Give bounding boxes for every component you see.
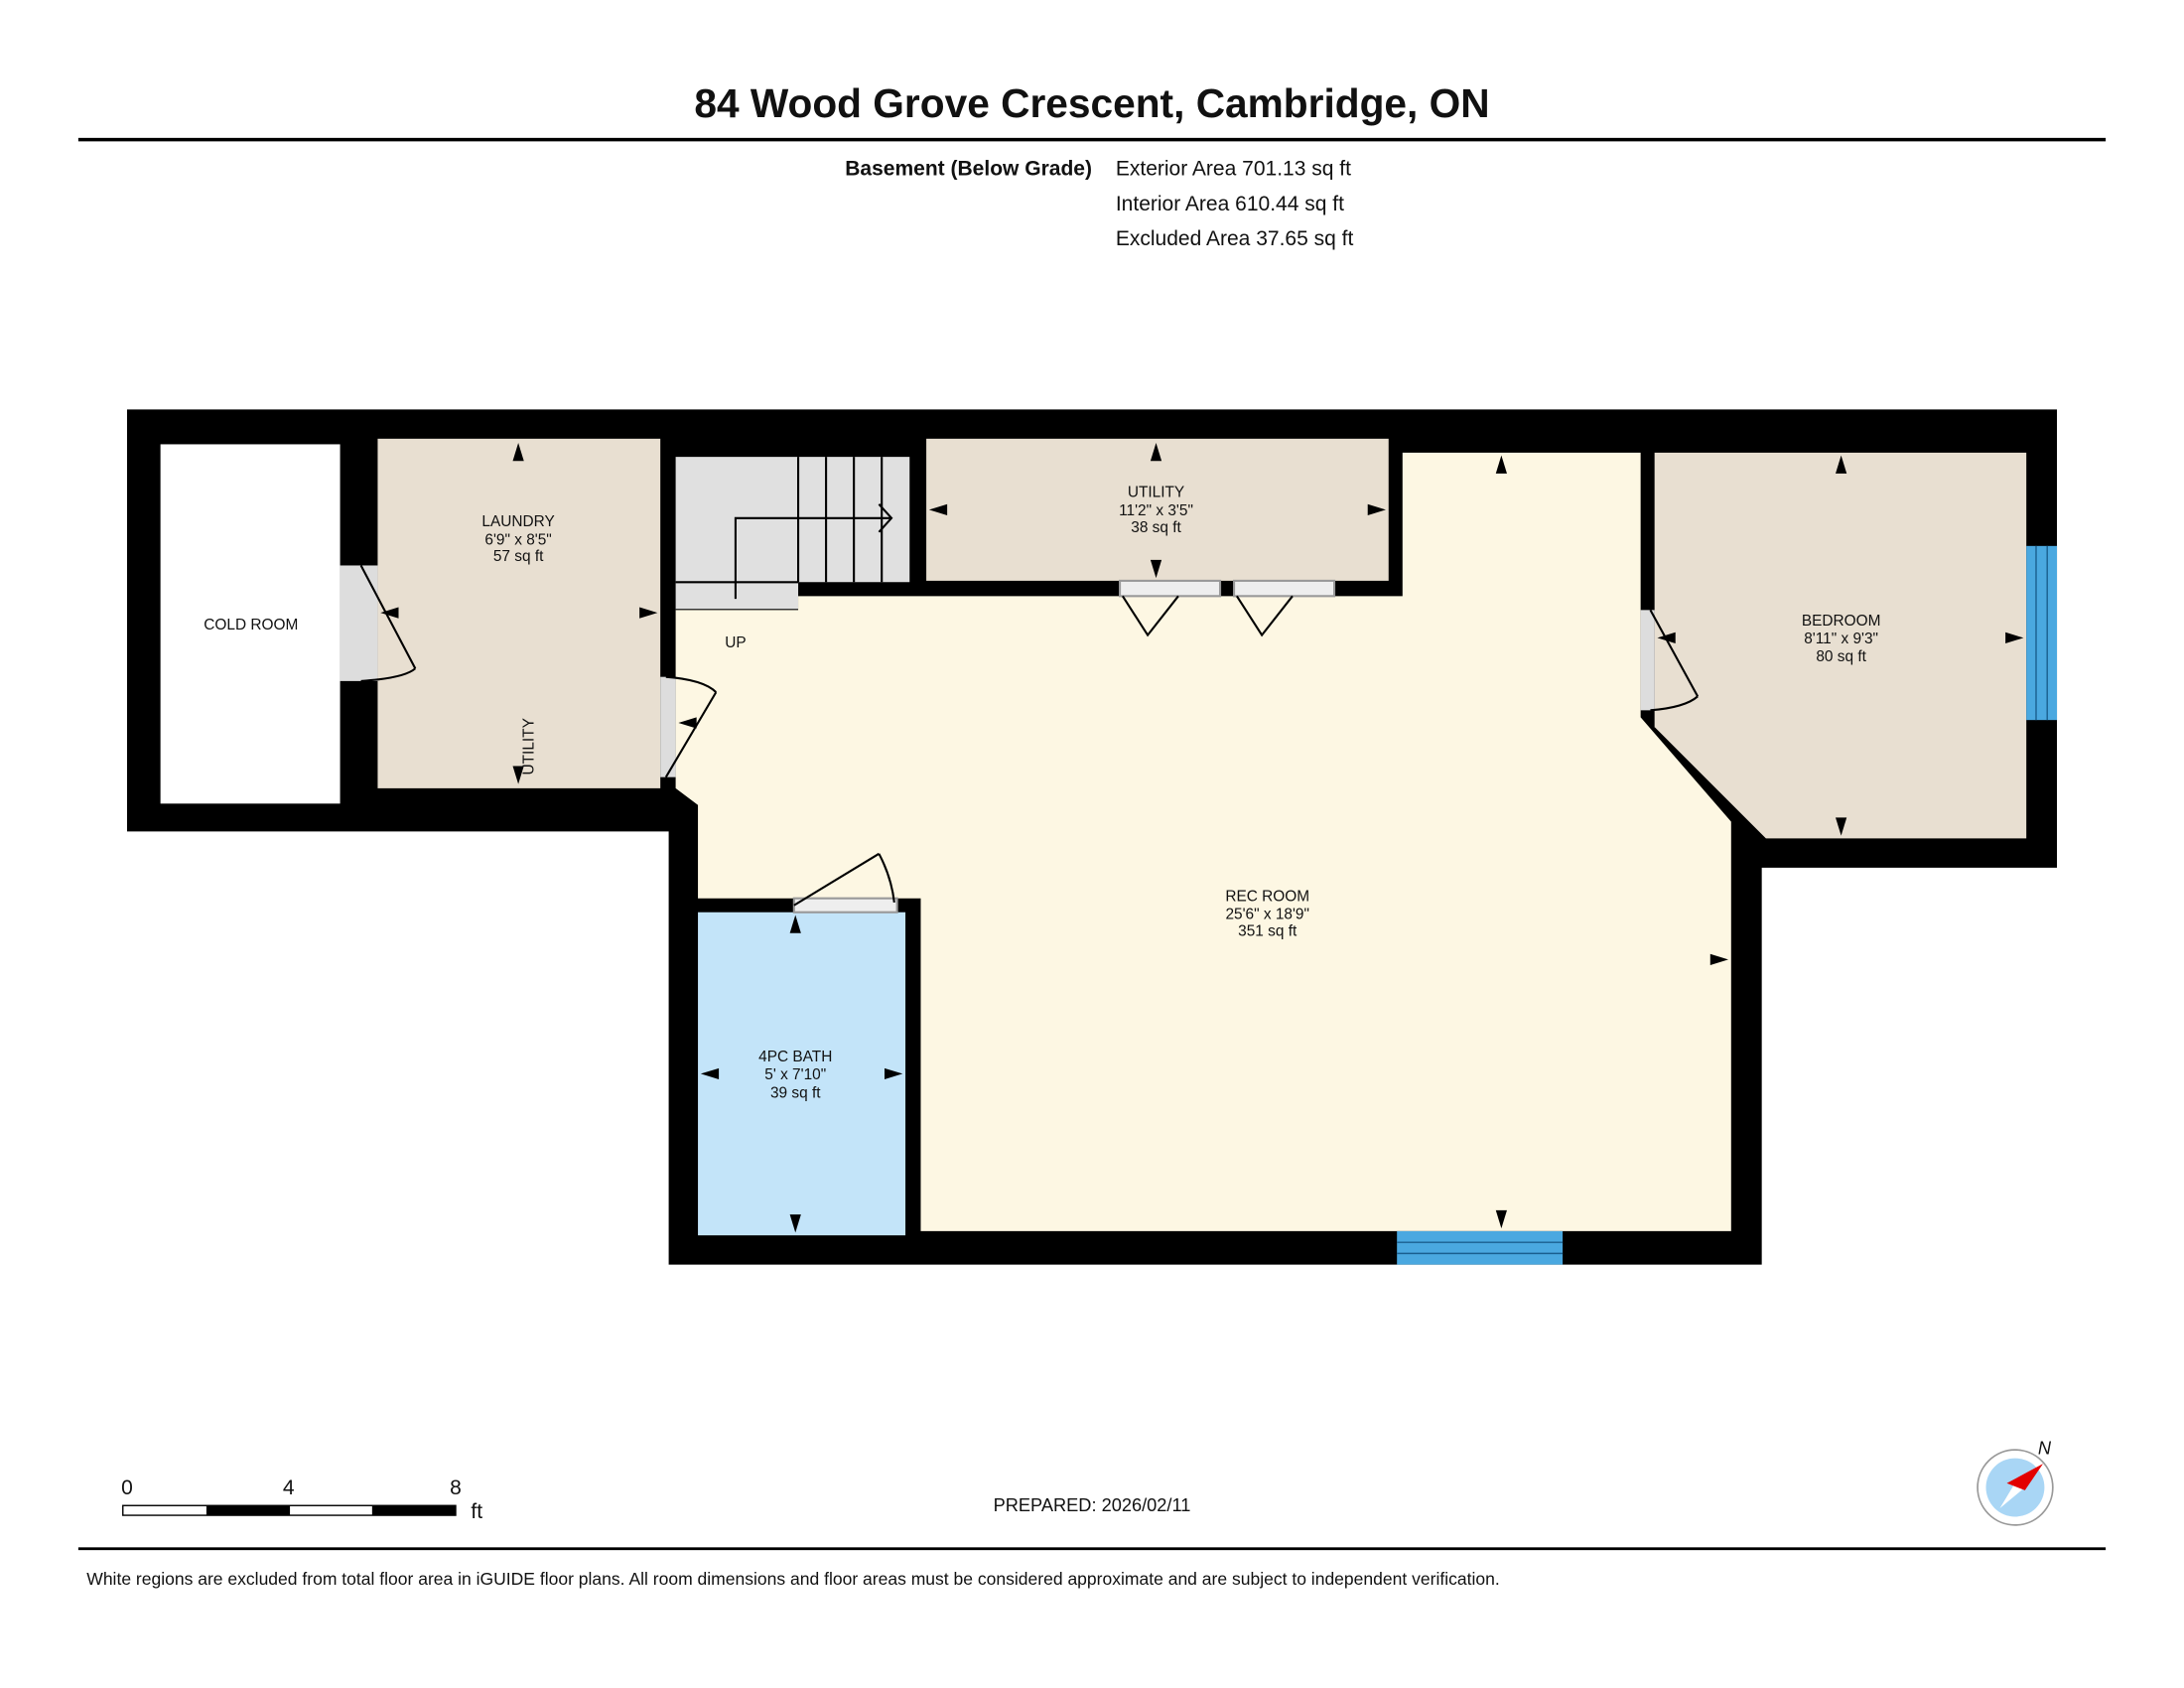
rec-room-area	[675, 452, 1731, 1231]
bath-dims: 5' x 7'10"	[764, 1066, 826, 1083]
scale-tick-4: 4	[283, 1477, 295, 1499]
footer-divider	[77, 1547, 2107, 1551]
bath-label: 4PC BATH	[758, 1049, 832, 1065]
cold-room-label: COLD ROOM	[204, 617, 298, 633]
bath-area-text: 39 sq ft	[770, 1084, 821, 1101]
stairs-up-label: UP	[725, 634, 746, 651]
laundry-area-text: 57 sq ft	[493, 548, 544, 565]
title-divider	[77, 137, 2107, 142]
doors	[340, 564, 1700, 914]
floor-name: Basement (Below Grade)	[845, 158, 1092, 181]
rec-room-dims: 25'6" x 18'9"	[1225, 907, 1309, 923]
laundry-dims: 6'9" x 8'5"	[484, 531, 551, 548]
utility-area-text: 38 sq ft	[1131, 519, 1181, 536]
utility-dims: 11'2" x 3'5"	[1119, 502, 1193, 519]
rec-room-window	[1397, 1230, 1564, 1265]
rec-room-area-text: 351 sq ft	[1238, 923, 1297, 940]
disclaimer: White regions are excluded from total fl…	[86, 1569, 1499, 1589]
bedroom-dims: 8'11" x 9'3"	[1804, 631, 1878, 647]
exterior-area: Exterior Area 701.13 sq ft	[1116, 158, 1351, 181]
compass-north-label: N	[2038, 1437, 2052, 1458]
scale-tick-0: 0	[121, 1477, 133, 1499]
scale-tick-8: 8	[450, 1477, 462, 1499]
excluded-area: Excluded Area 37.65 sq ft	[1116, 227, 1354, 250]
laundry-label: LAUNDRY	[481, 513, 554, 530]
scale-unit: ft	[471, 1500, 482, 1523]
prepared-date: PREPARED: 2026/02/11	[994, 1494, 1191, 1515]
interior-area: Interior Area 610.44 sq ft	[1116, 193, 1344, 215]
page-title: 84 Wood Grove Crescent, Cambridge, ON	[694, 80, 1489, 126]
utility-area	[926, 438, 1389, 581]
laundry-utility-tag: UTILITY	[521, 718, 538, 774]
bath-area	[698, 912, 906, 1236]
bedroom-label: BEDROOM	[1802, 613, 1881, 630]
scale-bar: 0 4 8 ft	[121, 1477, 482, 1523]
bedroom-area	[1654, 452, 2027, 839]
bedroom-window	[2026, 545, 2058, 721]
bedroom-area-text: 80 sq ft	[1816, 648, 1866, 665]
stairs	[675, 457, 910, 611]
laundry-area	[377, 438, 661, 788]
cold-room-area	[160, 444, 341, 804]
rec-room-label: REC ROOM	[1225, 889, 1309, 906]
utility-label: UTILITY	[1128, 485, 1184, 501]
stairs-lines	[675, 457, 893, 612]
dimension-arrows	[380, 443, 2024, 1233]
compass-icon: N	[1977, 1437, 2054, 1526]
